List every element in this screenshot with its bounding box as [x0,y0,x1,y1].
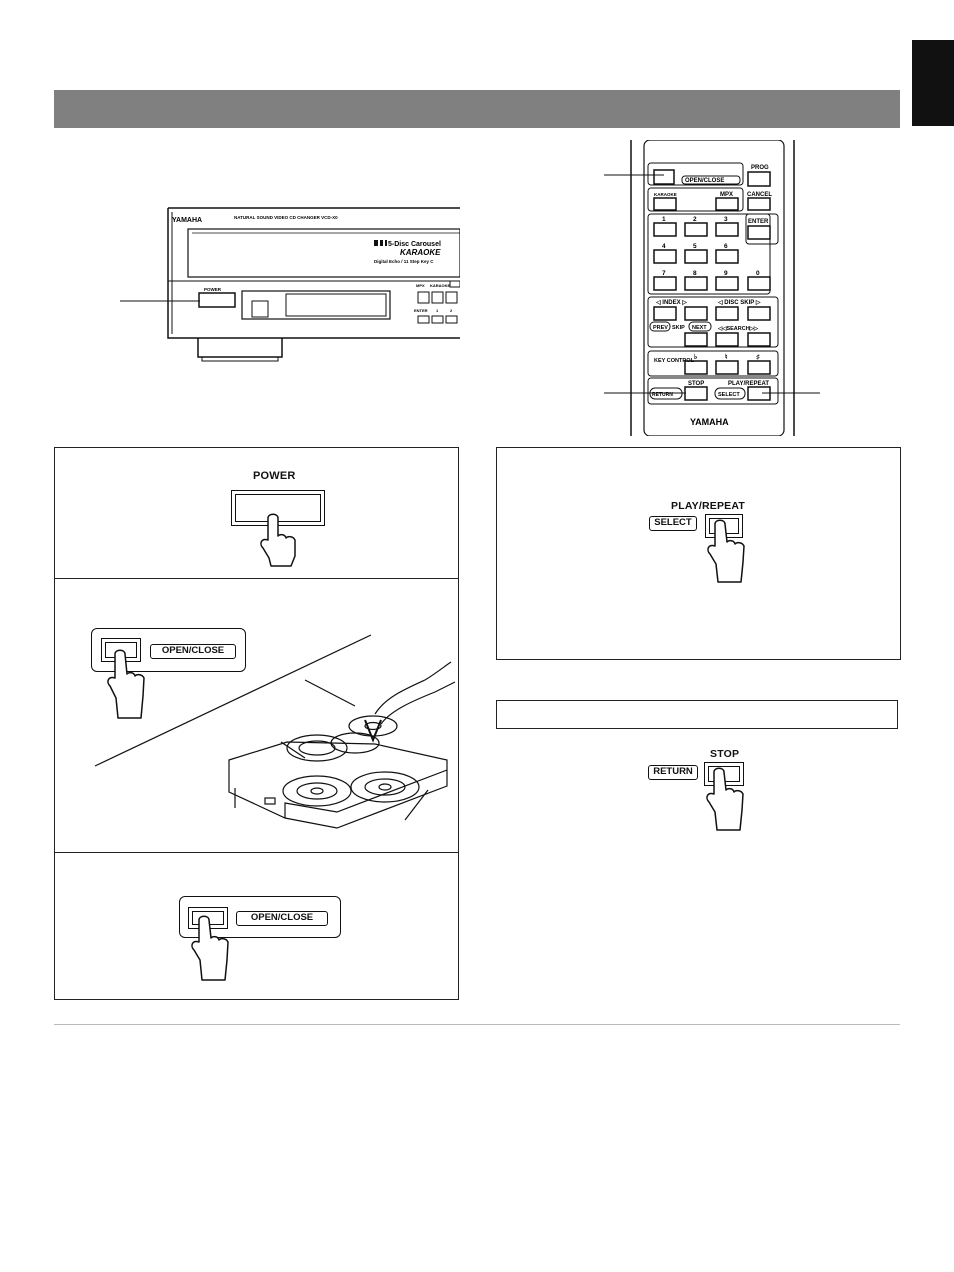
stop-label: STOP [710,748,740,760]
remote-search: ◁◁SEARCH▷▷ [717,325,759,332]
stop-finger-drawing [706,767,744,831]
step3-finger-icon [191,915,229,981]
remote-digit-7: 7 [662,270,666,277]
remote-prev: PREV [653,325,668,331]
disc-tray-drawing [94,634,456,829]
unit-carousel-text: 5-Disc Carousel [388,241,441,248]
step2-open-close-label: OPEN/CLOSE [150,644,236,659]
remote-enter: ENTER [748,219,769,225]
bottom-divider [54,1024,900,1025]
main-unit-illustration: YAMAHA NATURAL SOUND VIDEO CD CHANGER VC… [110,205,461,365]
remote-index: ◁ INDEX ▷ [655,299,687,306]
remote-key-control: KEY CONTROL [654,358,695,364]
remote-key-sharp: ♯ [756,354,760,361]
play-callout-line [762,392,820,394]
remote-digit-6: 6 [724,243,728,250]
remote-next: NEXT [692,325,707,331]
remote-digit-9: 9 [724,270,728,277]
unit-logo-text: KARAOKE [400,248,441,257]
return-label: RETURN [648,765,698,780]
remote-cancel: CANCEL [747,192,772,198]
remote-skip: SKIP [672,325,685,331]
unit-power-label: POWER [204,287,222,292]
unit-num1: 1 [436,308,439,313]
remote-karaoke: KARAOKE [654,192,677,197]
stop-callout-line [604,392,686,394]
remote-brand: YAMAHA [690,417,729,427]
remote-stop: STOP [688,381,704,387]
steps-panel: POWER OPEN/CLOSE OPEN/CLOSE [54,447,459,1000]
unit-brand: YAMAHA [172,217,202,224]
unit-model-line: NATURAL SOUND VIDEO CD CHANGER VCD-X0 [234,215,338,220]
remote-mpx: MPX [720,192,733,198]
unit-mpx-label: MPX [416,283,425,288]
remote-open-close: OPEN/CLOSE [685,178,724,184]
power-callout-line [120,300,200,302]
remote-key-flat: ♭ [694,353,697,361]
select-label: SELECT [649,516,697,531]
remote-disc-skip: ◁ DISC SKIP ▷ [717,299,761,306]
unit-enter-label: ENTER [414,308,428,313]
remote-digit-3: 3 [724,216,728,223]
unit-features-text: Digital Echo / 11 Step Key C [374,259,434,264]
step1-finger-icon [260,513,296,567]
remote-digit-2: 2 [693,216,697,223]
unit-karaoke-label: KARAOKE [430,283,451,288]
remote-play-repeat: PLAY/REPEAT [728,381,769,387]
remote-digit-5: 5 [693,243,697,250]
remote-return: RETURN [652,392,673,398]
play-finger-icon [707,519,745,583]
remote-select: SELECT [718,392,740,398]
step2-open-close-panel: OPEN/CLOSE [91,628,246,672]
stop-heading-box [496,700,898,729]
play-repeat-label: PLAY/REPEAT [671,500,745,512]
remote-digit-4: 4 [662,243,666,250]
remote-digit-1: 1 [662,216,666,223]
remote-control: OPEN/CLOSE PROG KARAOKE MPX CANCEL ENTER… [628,139,798,437]
step-separator-1 [55,578,458,579]
remote-body: OPEN/CLOSE PROG KARAOKE MPX CANCEL ENTER… [630,139,795,437]
play-finger-drawing [707,519,745,583]
stop-finger-icon [706,767,744,831]
step1-power-label: POWER [253,470,296,482]
unit-num2: 2 [450,308,453,313]
step3-open-close-label: OPEN/CLOSE [236,911,328,926]
language-tab [912,40,954,126]
section-header-bar [54,90,900,128]
main-unit-drawing: YAMAHA NATURAL SOUND VIDEO CD CHANGER VC… [167,207,461,362]
step2-finger-icon [107,649,145,719]
open-close-callout-line [604,174,664,176]
step-separator-2 [55,852,458,853]
remote-prog: PROG [751,165,769,171]
step3-open-close-panel: OPEN/CLOSE [179,896,341,938]
play-panel: PLAY/REPEAT SELECT [496,447,901,660]
remote-digit-8: 8 [693,270,697,277]
remote-key-natural: ♮ [725,353,728,361]
remote-digit-0: 0 [756,270,760,277]
steps-drawings [94,513,456,981]
